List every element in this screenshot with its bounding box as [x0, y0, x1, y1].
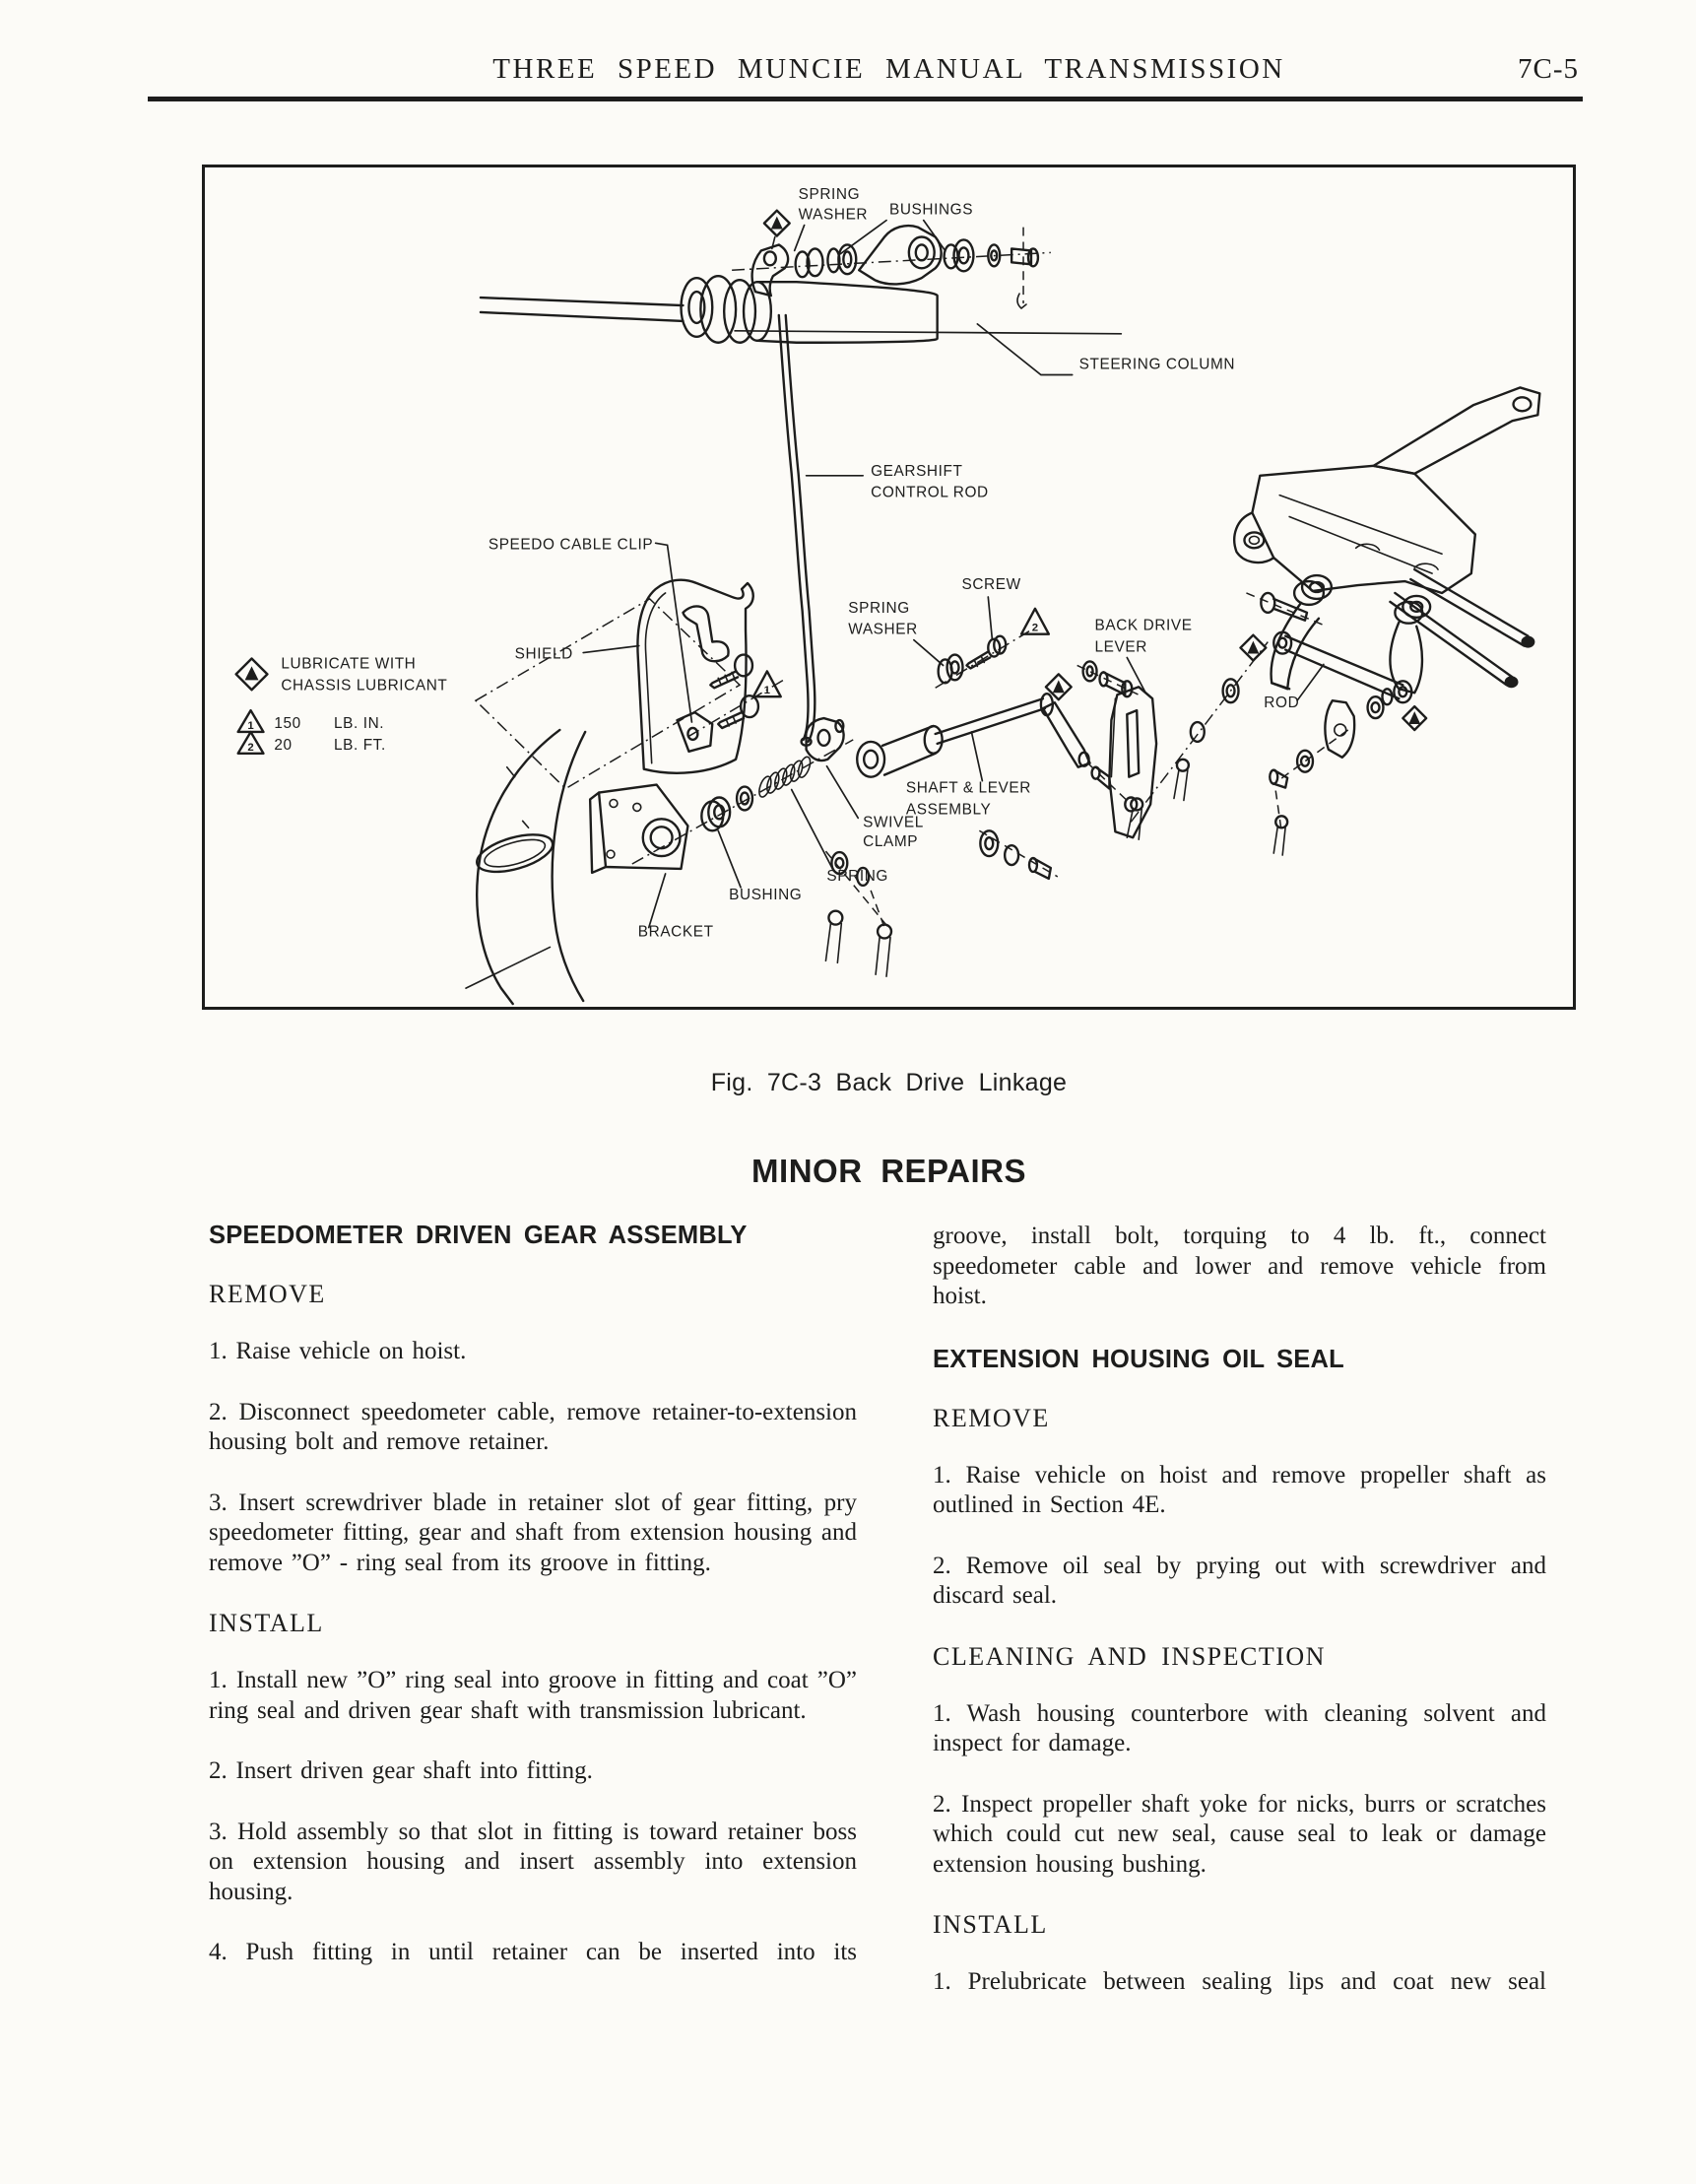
marker-number-1: 1 — [764, 685, 771, 696]
leader-lines — [582, 219, 1325, 929]
label-shield: SHIELD — [515, 645, 573, 662]
label-swivel-2: CLAMP — [863, 833, 918, 850]
paragraph: 3. Insert screwdriver blade in retainer … — [209, 1489, 857, 1576]
label-speedo-cable-clip: SPEEDO CABLE CLIP — [489, 536, 653, 553]
paragraph: 1. Prelubricate between sealing lips and… — [933, 1968, 1546, 1995]
legend-torque-ft-unit: LB. FT. — [334, 737, 386, 754]
subheading-install: INSTALL — [209, 1609, 324, 1637]
legend: LUBRICATE WITH CHASSIS LUBRICANT 1 150 L… — [234, 655, 447, 756]
paragraph: 1. Wash housing counterbore with cleanin… — [933, 1699, 1546, 1757]
subheading-install: INSTALL — [933, 1910, 1048, 1939]
label-spring-washer-mid-1: SPRING — [848, 600, 910, 617]
label-bushing-low: BUSHING — [729, 887, 802, 903]
label-shaft-lever-1: SHAFT & LEVER — [906, 780, 1031, 797]
marker-triangle-150: 1 — [751, 670, 782, 698]
marker-diamond-rod-left — [1239, 633, 1268, 662]
paragraph: 2. Remove oil seal by prying out with sc… — [933, 1552, 1546, 1610]
speedo-cable — [479, 296, 685, 323]
body-panel — [465, 728, 587, 1006]
callout-labels: SPRING WASHER BUSHINGS STEERING COLUMN G… — [489, 186, 1299, 941]
label-spring-low: SPRING — [826, 868, 888, 885]
screw-mid-part — [965, 634, 1008, 670]
figure-drawing: 1 — [234, 186, 1541, 1006]
header-rule — [148, 97, 1583, 101]
paragraph: 1. Raise vehicle on hoist and remove pro… — [933, 1461, 1546, 1519]
legend-triangle1-icon: 1 — [236, 708, 265, 734]
upper-fastener-chain — [750, 224, 1040, 310]
legend-lubricate-line2: CHASSIS LUBRICANT — [281, 677, 447, 694]
washer-part-low — [735, 785, 754, 812]
paragraph: 3. Hold assembly so that slot in fitting… — [209, 1818, 857, 1905]
page-title: THREE SPEED MUNCIE MANUAL TRANSMISSION — [492, 53, 1285, 85]
legend-torque-in-value: 150 — [274, 715, 300, 732]
label-swivel-1: SWIVEL — [863, 814, 924, 830]
legend-lubricate-line1: LUBRICATE WITH — [281, 655, 416, 672]
bushing-part — [700, 796, 732, 832]
subheading-cleaning-inspection: CLEANING AND INSPECTION — [933, 1641, 1326, 1671]
label-bracket: BRACKET — [638, 924, 714, 941]
spring-washer-mid-part — [937, 653, 964, 685]
shaft-lever-assembly — [856, 693, 1111, 790]
label-spring-washer-top-1: SPRING — [799, 186, 861, 203]
marker-diamond-rod-right — [1402, 704, 1428, 732]
paragraph: groove, install bolt, torquing to 4 lb. … — [933, 1223, 1546, 1309]
rod-chain-parts — [1173, 678, 1394, 856]
back-drive-lever-part — [1081, 660, 1158, 840]
marker-diamond-shaft — [1044, 673, 1073, 701]
label-steering-column: STEERING COLUMN — [1079, 357, 1235, 373]
marker-number-2: 2 — [1032, 623, 1038, 634]
label-back-drive-lever-1: BACK DRIVE — [1095, 618, 1193, 634]
label-shaft-lever-2: ASSEMBLY — [906, 801, 992, 818]
left-column: SPEEDOMETER DRIVEN GEAR ASSEMBLY REMOVE … — [209, 1222, 857, 1999]
right-column: groove, install bolt, torquing to 4 lb. … — [933, 1222, 1546, 2028]
figure-back-drive-linkage: 1 — [202, 165, 1576, 1010]
spring-part — [758, 756, 812, 798]
label-back-drive-lever-2: LEVER — [1095, 639, 1147, 656]
bracket-part — [588, 783, 689, 875]
subheading-remove: REMOVE — [209, 1280, 326, 1308]
paragraph: 1. Install new ”O” ring seal into groove… — [209, 1667, 857, 1724]
label-rod: ROD — [1264, 695, 1299, 711]
paragraph: 4. Push fitting in until retainer can be… — [209, 1939, 857, 1965]
figure-caption: Fig. 7C-3 Back Drive Linkage — [710, 1069, 1068, 1096]
legend-torque-ft-value: 20 — [274, 737, 292, 754]
paragraph: 1. Raise vehicle on hoist. — [209, 1338, 467, 1364]
legend-diamond-icon — [234, 657, 269, 692]
svg-text:2: 2 — [247, 742, 253, 754]
marker-triangle-20: 2 — [1019, 607, 1051, 635]
shield-part — [636, 578, 754, 774]
paragraph: 2. Insert driven gear shaft into fitting… — [209, 1757, 593, 1784]
label-spring-washer-mid-2: WASHER — [848, 622, 917, 638]
rod-part — [1272, 630, 1413, 704]
marker-diamond-top — [762, 209, 791, 250]
speedo-cable-clip-part — [676, 710, 714, 754]
paragraph: 2. Inspect propeller shaft yoke for nick… — [933, 1790, 1546, 1878]
page-number: 7C-5 — [1518, 53, 1579, 85]
label-gearshift-2: CONTROL ROD — [871, 485, 989, 501]
swivel-clamp-part — [805, 716, 845, 762]
section-title: MINOR REPAIRS — [751, 1153, 1026, 1189]
right-column-heading: EXTENSION HOUSING OIL SEAL — [933, 1345, 1344, 1373]
legend-triangle2-icon: 2 — [236, 730, 265, 756]
label-screw: SCREW — [961, 576, 1020, 593]
shield-screws — [709, 653, 760, 730]
svg-text:1: 1 — [247, 720, 254, 732]
lower-washer-cluster — [824, 829, 1053, 978]
paragraph: 2. Disconnect speedometer cable, remove … — [209, 1398, 857, 1456]
legend-torque-in-unit: LB. IN. — [334, 715, 384, 732]
steering-column — [680, 275, 939, 344]
left-column-heading: SPEEDOMETER DRIVEN GEAR ASSEMBLY — [209, 1222, 748, 1249]
label-spring-washer-top-2: WASHER — [799, 207, 869, 224]
gearshift-control-rod — [777, 313, 816, 748]
subheading-remove: REMOVE — [933, 1403, 1050, 1432]
label-bushings: BUSHINGS — [889, 202, 973, 219]
label-gearshift-1: GEARSHIFT — [871, 463, 962, 480]
